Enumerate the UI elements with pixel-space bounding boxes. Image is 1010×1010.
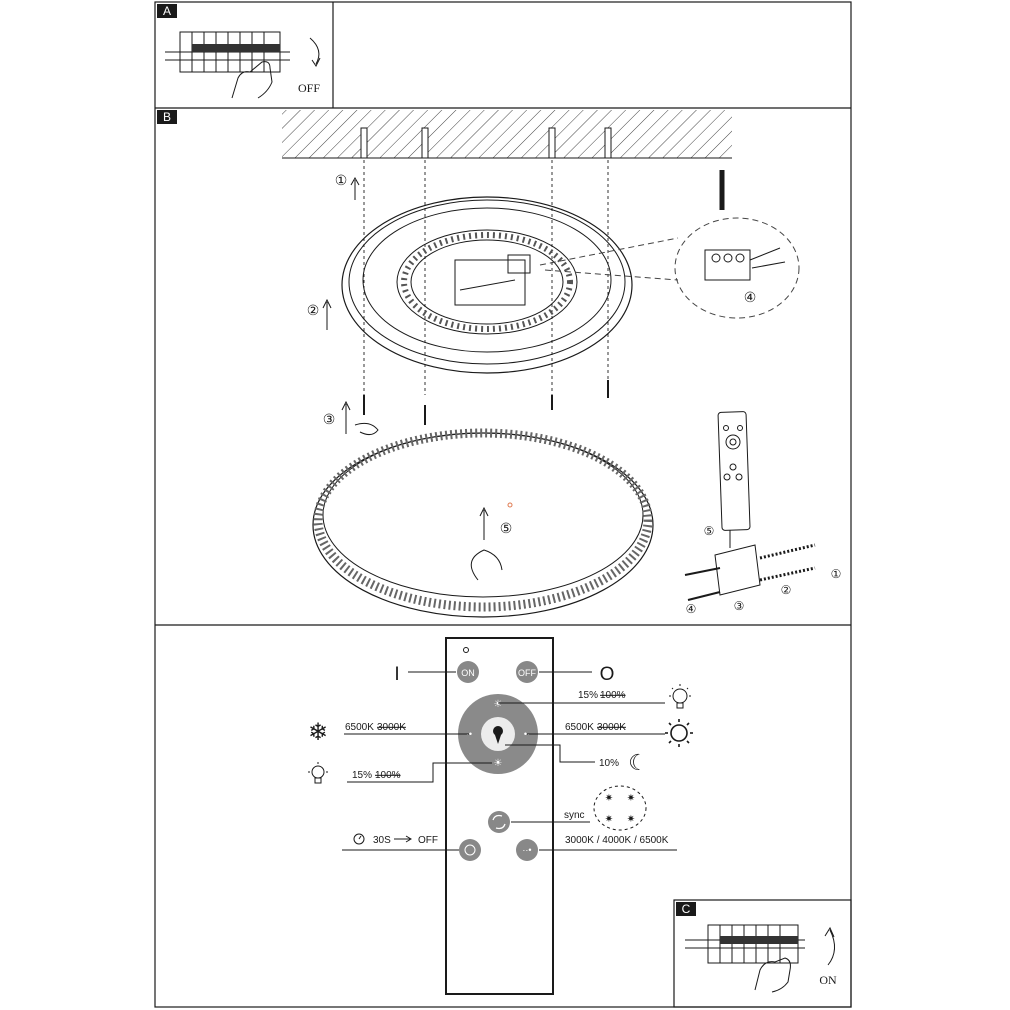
svg-text:OFF: OFF	[518, 668, 536, 678]
led-indicator	[463, 647, 469, 653]
color-right-from: 6500K	[565, 722, 594, 733]
panel-c-badge: C	[676, 902, 696, 916]
arrow-right-icon	[394, 835, 412, 843]
holder-step-4: ④	[686, 602, 697, 616]
panel-c-frame	[673, 899, 852, 1008]
ring-down-sun[interactable]: ☀	[494, 758, 503, 769]
sync-button[interactable]	[488, 811, 510, 833]
holder-step-3: ③	[734, 599, 745, 613]
bulb-icon	[669, 684, 691, 709]
timer-button[interactable]	[459, 839, 481, 861]
control-ring[interactable]	[458, 694, 538, 774]
ceiling-hatch	[282, 110, 732, 158]
step-2-marker: ②	[307, 302, 320, 318]
sun-icon	[665, 719, 693, 747]
timer-icon	[353, 833, 365, 845]
dots-button[interactable]: ··•	[516, 839, 538, 861]
svg-text:✷: ✷	[605, 793, 613, 804]
panel-b-badge: B	[157, 110, 177, 124]
wall-plugs	[360, 127, 612, 159]
rotate-icon	[354, 422, 379, 436]
brightness-up-low: 15%	[578, 690, 598, 701]
step-3-marker: ③	[323, 411, 336, 427]
rotate-icon	[470, 549, 503, 581]
breaker-panel-a	[165, 31, 290, 99]
remote-holder	[684, 411, 816, 601]
arrow-up-icon	[479, 506, 489, 540]
arrow-down-icon	[309, 37, 320, 65]
holder-step-2: ②	[781, 583, 792, 597]
breaker-panel-c	[685, 924, 805, 993]
color-right-to: 3000K	[597, 722, 626, 733]
hand-icon	[754, 957, 791, 993]
on-text: ON	[819, 973, 837, 987]
timer-off: OFF	[418, 835, 438, 846]
svg-text:✷: ✷	[627, 814, 635, 825]
brightness-down-low: 15%	[352, 770, 372, 781]
holder-step-1: ①	[831, 567, 842, 581]
step-1-marker: ①	[335, 172, 348, 188]
step-5-marker: ⑤	[500, 520, 513, 536]
off-text: OFF	[298, 81, 320, 95]
svg-text:··•: ··•	[522, 845, 531, 855]
lamp-shade	[312, 428, 654, 618]
step-4-marker: ④	[744, 289, 757, 305]
sync-label: sync	[564, 810, 585, 821]
svg-text:ON: ON	[461, 668, 475, 678]
arrow-up-icon	[350, 176, 360, 200]
brightness-down-high: 100%	[375, 770, 401, 781]
color-left-from: 6500K	[345, 722, 374, 733]
base-plate	[341, 196, 633, 374]
svg-text:✷: ✷	[605, 814, 613, 825]
screws	[363, 380, 609, 425]
power-off-symbol: O	[600, 664, 615, 685]
power-on-symbol: I	[394, 664, 399, 685]
cycle-icon: ✷ ✷ ✷ ✷	[593, 785, 647, 831]
arrow-up-icon	[322, 298, 332, 330]
cct-presets: 3000K / 4000K / 6500K	[565, 835, 669, 846]
hand-icon	[231, 61, 273, 99]
svg-text:☀: ☀	[494, 758, 503, 769]
timer-time: 30S	[373, 835, 391, 846]
night-light-value: 10%	[599, 758, 619, 769]
ring-up-sun[interactable]: ☀	[494, 699, 503, 710]
color-left-to: 3000K	[377, 722, 406, 733]
svg-text:A: A	[163, 4, 171, 18]
svg-text:C: C	[682, 902, 691, 916]
on-button[interactable]: ON	[457, 661, 479, 683]
remote-body	[445, 637, 554, 995]
svg-text:☀: ☀	[494, 699, 503, 710]
terminal-detail	[539, 170, 800, 319]
svg-text:✷: ✷	[627, 793, 635, 804]
snowflake-icon: ❄	[308, 719, 328, 746]
bulb-low-icon	[308, 762, 328, 784]
holder-step-5: ⑤	[704, 524, 715, 538]
moon-icon: ☾	[628, 750, 648, 775]
arrow-up-icon	[827, 929, 835, 966]
brightness-up-high: 100%	[600, 690, 626, 701]
panel-a-badge: A	[157, 4, 177, 18]
arrow-up-icon	[341, 400, 351, 434]
outer-frame	[154, 1, 852, 1008]
svg-text:B: B	[163, 110, 171, 124]
off-button[interactable]: OFF	[516, 661, 538, 683]
